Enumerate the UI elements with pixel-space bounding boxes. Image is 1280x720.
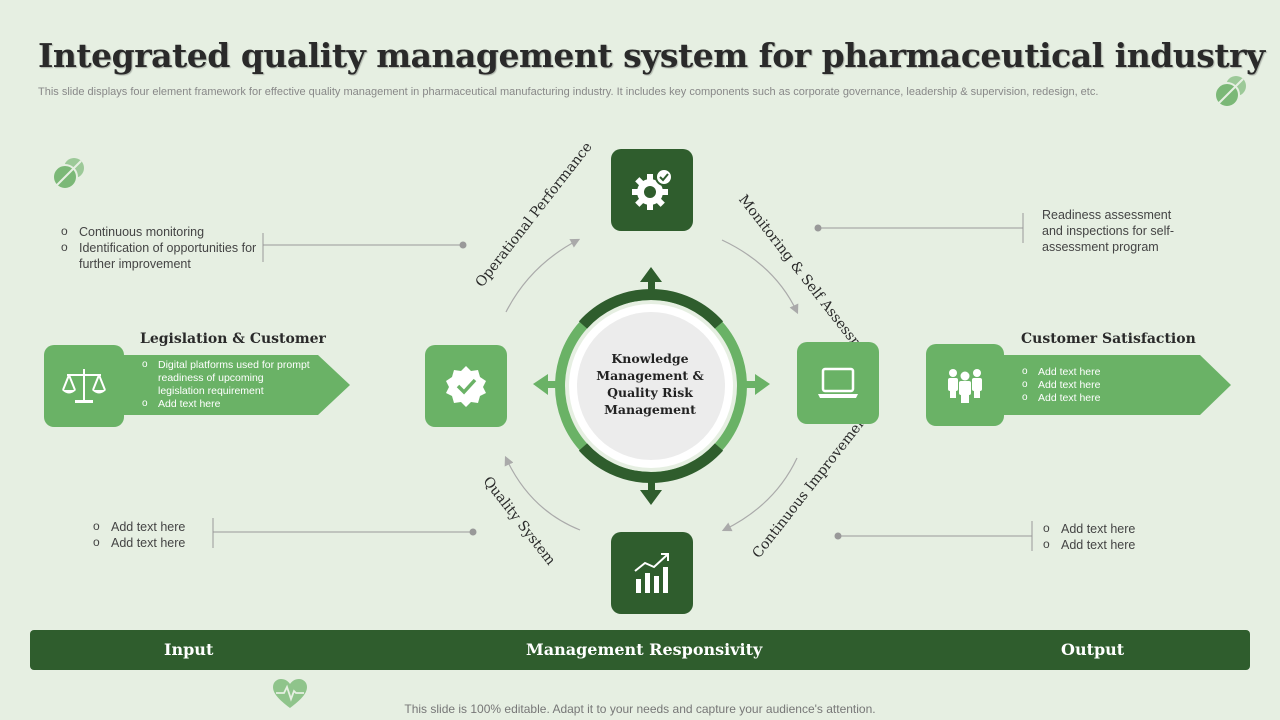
curve-quality bbox=[504, 455, 581, 531]
bottom-bar bbox=[30, 630, 1250, 670]
arrow-down bbox=[640, 490, 662, 505]
curve-operational bbox=[505, 238, 581, 313]
left-panel-heading: Legislation & Customer bbox=[140, 331, 326, 347]
page-title: Integrated quality management system for… bbox=[38, 36, 1265, 75]
growth-chart-tile bbox=[611, 532, 693, 614]
list-item: Add text here bbox=[1043, 520, 1163, 537]
team-icon bbox=[948, 369, 982, 403]
center-label: Knowledge Management & Quality Risk Mana… bbox=[596, 351, 704, 417]
left-panel-list: Digital platforms used for prompt readin… bbox=[142, 358, 312, 411]
list-item: Add text here bbox=[1022, 378, 1182, 392]
scales-icon bbox=[62, 369, 106, 403]
badge-check-icon bbox=[446, 366, 486, 407]
right-panel-list: Add text here Add text here Add text her… bbox=[1022, 365, 1182, 405]
curve-continuous bbox=[721, 457, 798, 532]
scales-tile bbox=[44, 345, 124, 427]
list-item: Add text here bbox=[1022, 391, 1182, 405]
list-item: Add text here bbox=[1043, 536, 1163, 553]
heart-pulse-icon bbox=[273, 679, 307, 708]
footer-note: This slide is 100% editable. Adapt it to… bbox=[404, 702, 876, 716]
top-right-note: Readiness assessment and inspections for… bbox=[1042, 208, 1175, 254]
inner-circle bbox=[577, 312, 725, 460]
list-item: Add text here bbox=[93, 534, 213, 551]
list-item: Add text here bbox=[93, 518, 213, 535]
pills-icon bbox=[1214, 76, 1246, 108]
ring-bottom-segment bbox=[578, 443, 724, 484]
top-left-notes: Continuous monitoring Identification of … bbox=[61, 223, 261, 272]
laptop-icon bbox=[818, 367, 858, 398]
bottom-right-notes: Add text here Add text here bbox=[1043, 520, 1163, 553]
page-subtitle: This slide displays four element framewo… bbox=[38, 86, 1099, 98]
laptop-tile bbox=[797, 342, 879, 424]
bar-label-management: Management Responsivity bbox=[526, 640, 763, 659]
team-tile bbox=[926, 344, 1004, 426]
list-item: Add text here bbox=[1022, 365, 1182, 379]
bar-chart-growth-icon bbox=[634, 553, 669, 593]
bar-label-output: Output bbox=[1061, 640, 1125, 659]
arrow-left bbox=[533, 374, 548, 395]
list-item: Add text here bbox=[142, 397, 312, 411]
gear-check-tile bbox=[611, 149, 693, 231]
bottom-left-notes: Add text here Add text here bbox=[93, 518, 213, 551]
arrow-up bbox=[640, 267, 662, 282]
ring-top-segment bbox=[578, 288, 724, 329]
gear-check-icon bbox=[632, 168, 673, 210]
list-item: Digital platforms used for prompt readin… bbox=[142, 358, 312, 398]
list-item: Continuous monitoring bbox=[61, 223, 261, 240]
curve-monitoring bbox=[721, 239, 799, 315]
badge-check-tile bbox=[425, 345, 507, 427]
pills-icon bbox=[52, 158, 84, 190]
bar-label-input: Input bbox=[164, 640, 214, 659]
list-item: Identification of opportunities for furt… bbox=[61, 239, 261, 272]
right-panel-heading: Customer Satisfaction bbox=[1021, 331, 1196, 347]
arrow-right bbox=[755, 374, 770, 395]
